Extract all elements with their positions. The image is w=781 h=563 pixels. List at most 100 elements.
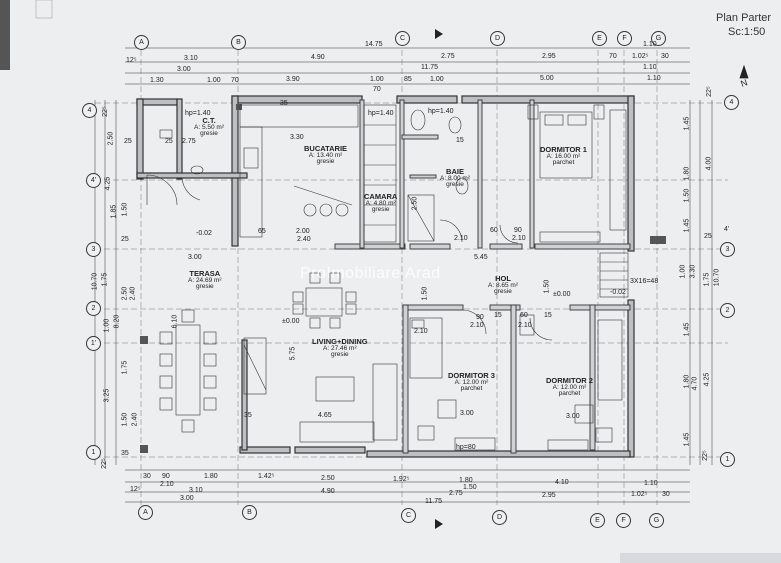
dim-label: 1.50 bbox=[543, 279, 551, 294]
dim-label: 3.00 bbox=[460, 410, 474, 417]
dim-label: 25 bbox=[704, 233, 712, 240]
dim-label: hp=1.40 bbox=[185, 110, 211, 117]
dim-label: 4.25 bbox=[104, 176, 112, 191]
dim-label: 15 bbox=[494, 312, 502, 319]
dim-label: 22⁵ bbox=[101, 106, 109, 117]
room-name: DORMITOR 3 bbox=[448, 371, 495, 380]
dim-label: 2.10 bbox=[470, 322, 484, 329]
dim-label: 1.45 bbox=[683, 432, 691, 447]
axis-label-4p-left: 4' bbox=[86, 173, 101, 188]
room-bucatarie: BUCATARIE A: 13.40 m² gresie bbox=[304, 145, 347, 166]
room-name: BUCATARIE bbox=[304, 144, 348, 153]
plan-scale: Sc:1:50 bbox=[728, 26, 766, 38]
dim-label: 3.00 bbox=[566, 413, 580, 420]
dim-label: 1.00 bbox=[430, 76, 444, 83]
dim-label: -0.02 bbox=[610, 289, 626, 296]
room-floor: parchet bbox=[558, 390, 581, 397]
room-floor: gresie bbox=[330, 351, 349, 358]
dim-label: 1.00 bbox=[370, 76, 384, 83]
dim-label: 70 bbox=[231, 77, 239, 84]
dim-label: 10.70 bbox=[91, 272, 99, 291]
room-name: HOL bbox=[495, 274, 511, 283]
dim-label: 12⁵ bbox=[130, 486, 141, 493]
dim-label: 3.30 bbox=[290, 134, 304, 141]
dim-label: 1.50 bbox=[421, 286, 429, 301]
room-living-dining: LIVING+DINING A: 27.46 m² gresie bbox=[312, 338, 368, 359]
dim-label: 3.00 bbox=[188, 254, 202, 261]
dim-label: 1.50 bbox=[121, 412, 129, 427]
dim-label: 1.02⁵ bbox=[632, 53, 649, 60]
axis-label-g-top: G bbox=[651, 31, 666, 46]
dim-label: 2.75 bbox=[441, 53, 455, 60]
dim-label: 1.45 bbox=[683, 218, 691, 233]
axis-label-a-bottom: A bbox=[138, 505, 153, 520]
dim-label: 30 bbox=[662, 491, 670, 498]
dim-label: 22⁵ bbox=[701, 450, 709, 461]
room-floor: parchet bbox=[552, 159, 575, 166]
axis-label-c-top: C bbox=[395, 31, 410, 46]
axis-label-1-left: 1 bbox=[86, 445, 101, 460]
room-floor: gresie bbox=[494, 288, 512, 295]
axis-label-3-right: 3 bbox=[720, 242, 735, 257]
dim-label: 30 bbox=[661, 53, 669, 60]
room-baie: BAIE A: 8.00 m² gresie bbox=[440, 168, 470, 189]
axis-label-f-top: F bbox=[617, 31, 632, 46]
dim-label: 2.10 bbox=[518, 322, 532, 329]
room-dormitor-3: DORMITOR 3 A: 12.00 m² parchet bbox=[448, 372, 495, 393]
dim-label: 70 bbox=[609, 53, 617, 60]
room-dormitor-1: DORMITOR 1 A: 16.00 m² parchet bbox=[540, 146, 587, 167]
dim-label: 4.25 bbox=[703, 372, 711, 387]
room-floor: gresie bbox=[316, 158, 335, 165]
dim-label: 5.00 bbox=[540, 75, 554, 82]
room-floor: gresie bbox=[371, 206, 390, 213]
dim-label: 5.45 bbox=[474, 254, 488, 261]
dim-label: 2.95 bbox=[542, 492, 556, 499]
dim-label: 3.00 bbox=[177, 66, 191, 73]
axis-label-c-bottom: C bbox=[401, 508, 416, 523]
plan-title: Plan Parter bbox=[716, 12, 772, 24]
axis-label-2-left: 2 bbox=[86, 301, 101, 316]
dim-label: 4.65 bbox=[318, 412, 332, 419]
dim-label: 2.95 bbox=[542, 53, 556, 60]
dim-label: 10.70 bbox=[713, 268, 721, 287]
dim-label: 2.40 bbox=[297, 236, 311, 243]
axis-label-1p-left: 1' bbox=[86, 336, 101, 351]
room-dormitor-2: DORMITOR 2 A: 12.00 m² parchet bbox=[546, 377, 593, 398]
dim-label: 35 bbox=[244, 412, 252, 419]
dim-label: 1.02⁵ bbox=[631, 491, 648, 498]
dim-label: 1.30 bbox=[150, 77, 164, 84]
room-area: A: 24.69 m² bbox=[188, 276, 222, 284]
dim-label: 11.75 bbox=[421, 64, 438, 71]
dim-label: 1.50 bbox=[683, 188, 691, 203]
dim-label: 6.10 bbox=[171, 314, 179, 329]
dim-label: 30 bbox=[143, 473, 151, 480]
dim-label: 12⁵ bbox=[126, 57, 137, 64]
room-floor: gresie bbox=[200, 130, 218, 137]
dim-label: 22⁵ bbox=[100, 458, 108, 469]
dim-label: 25 bbox=[121, 236, 129, 243]
dim-label: 2.10 bbox=[414, 328, 428, 335]
dim-label: 5.75 bbox=[289, 346, 297, 361]
dim-label: 15 bbox=[544, 312, 552, 319]
dim-label: 2.50 bbox=[121, 286, 129, 301]
dim-label: 3.90 bbox=[286, 76, 300, 83]
axis-label-g-bottom: G bbox=[649, 513, 664, 528]
axis-label-e-bottom: E bbox=[590, 513, 605, 528]
dim-label: 8.20 bbox=[113, 314, 121, 329]
dim-label: 1.50 bbox=[463, 484, 477, 491]
room-camara: CAMARA A: 4.80 m² gresie bbox=[364, 193, 397, 214]
dim-label: 22⁵ bbox=[705, 86, 713, 97]
axis-label-f-bottom: F bbox=[616, 513, 631, 528]
dim-label: 1.50 bbox=[121, 202, 129, 217]
dim-top-total: 14.75 bbox=[365, 41, 383, 48]
dim-label: 1.80 bbox=[204, 473, 218, 480]
axis-label-4-left: 4 bbox=[82, 103, 97, 118]
dim-label: ±0.00 bbox=[282, 318, 300, 325]
dim-label: hp=1.40 bbox=[368, 110, 394, 117]
dim-label: 2.40 bbox=[129, 286, 137, 301]
room-name: BAIE bbox=[446, 167, 464, 176]
dim-label: 1.00 bbox=[679, 264, 687, 279]
dim-label: ±0.00 bbox=[553, 291, 571, 298]
dim-label: 4.90 bbox=[321, 488, 335, 495]
dim-label: 85 bbox=[404, 76, 412, 83]
